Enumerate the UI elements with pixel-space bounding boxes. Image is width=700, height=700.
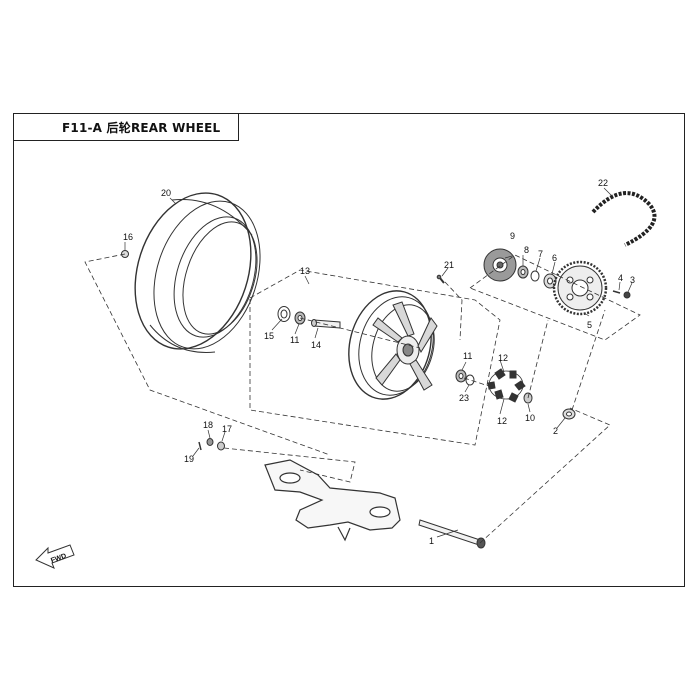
adjuster-set [198, 438, 225, 451]
leader-lines [124, 187, 633, 538]
callout-13: 13 [300, 266, 310, 276]
callout-12b: 12 [497, 416, 507, 426]
callout-23: 23 [459, 393, 469, 403]
swingarm [264, 459, 401, 542]
sprocket-bolt [612, 290, 621, 294]
circlip [530, 270, 540, 282]
sprocket-hub [483, 248, 517, 282]
callout-17: 17 [222, 424, 232, 434]
diagram-frame [13, 113, 685, 587]
bearing-right [455, 369, 467, 383]
callout-7: 7 [538, 249, 543, 259]
assembly-lines [84, 253, 641, 544]
callout-12a: 12 [498, 353, 508, 363]
axle-nut [562, 408, 576, 420]
seal-left [277, 306, 291, 322]
callout-21: 21 [444, 260, 454, 270]
callout-3: 3 [630, 275, 635, 285]
rear-sprocket [552, 260, 608, 316]
callout-10: 10 [525, 413, 535, 423]
callout-4: 4 [618, 273, 623, 283]
bearing-left [294, 311, 306, 325]
callout-8: 8 [524, 245, 529, 255]
hub-bearing [517, 265, 529, 279]
rim-bolt [436, 274, 445, 284]
o-ring [465, 374, 475, 386]
callout-5: 5 [587, 320, 592, 330]
sprocket-nut [623, 291, 631, 299]
rim [348, 290, 438, 400]
callout-15: 15 [264, 331, 274, 341]
callout-18: 18 [203, 420, 213, 430]
title-box [13, 113, 239, 141]
callout-22: 22 [598, 178, 608, 188]
fwd-arrow-icon [35, 544, 75, 569]
callout-9: 9 [510, 231, 515, 241]
callout-14: 14 [311, 340, 321, 350]
tire [134, 192, 261, 353]
callout-1: 1 [429, 536, 434, 546]
callout-11a: 11 [290, 335, 299, 345]
diagram-title: F11-A 后轮REAR WHEEL [62, 121, 221, 135]
callout-11b: 11 [463, 351, 472, 361]
callout-20: 20 [161, 188, 171, 198]
callout-2: 2 [553, 426, 558, 436]
callout-16: 16 [123, 232, 133, 242]
callout-19: 19 [184, 454, 194, 464]
callout-6: 6 [552, 253, 557, 263]
cush-drive-rubbers [487, 368, 526, 403]
drive-chain [591, 191, 657, 247]
